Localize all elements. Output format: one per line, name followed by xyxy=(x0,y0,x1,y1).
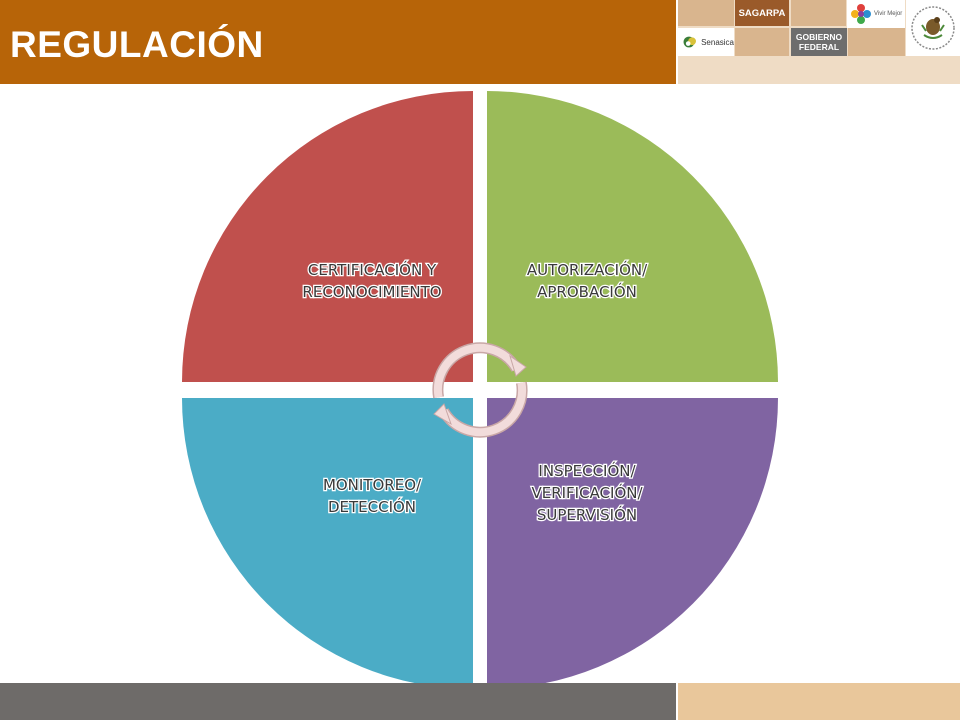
cycle-arrowhead-top xyxy=(509,354,527,377)
mexican-coat-of-arms-icon xyxy=(911,6,955,50)
quadrant-label-line: CERTIFICACIÓN Y xyxy=(308,260,437,279)
vivir-mejor-logo: Vivir Mejor xyxy=(847,0,905,28)
quadrant-label-line: INSPECCIÓN/ xyxy=(538,461,636,480)
quadrant-top-right xyxy=(487,91,778,382)
quadrant-top-left xyxy=(182,91,473,382)
logo-grid-cell xyxy=(678,0,734,26)
quadrant-label-line: RECONOCIMIENTO xyxy=(302,283,441,301)
senasica-logo: Senasica xyxy=(678,28,734,56)
quadrant-bottom-right xyxy=(487,398,778,689)
cycle-arrows xyxy=(432,342,528,438)
logo-grid-cell xyxy=(791,0,846,26)
quadrant-bottom-left xyxy=(182,398,473,689)
footer-bar-left xyxy=(0,683,676,720)
quadrant-label-line: VERIFICACIÓN/ xyxy=(531,483,643,502)
header-bar: REGULACIÓN xyxy=(0,0,676,84)
slide-title: REGULACIÓN xyxy=(10,24,264,65)
quadrant-label-line: SUPERVISIÓN xyxy=(537,505,637,524)
gobierno-federal-logo: GOBIERNO FEDERAL xyxy=(791,28,847,56)
footer-bar-right xyxy=(678,683,960,720)
quadrant-label-line: APROBACIÓN xyxy=(537,282,637,301)
logo-grid-cell xyxy=(735,28,789,56)
senasica-logo-text: Senasica xyxy=(701,37,734,47)
escudo-nacional-logo xyxy=(906,0,960,56)
logo-grid-cell xyxy=(848,28,905,56)
vivir-mejor-flower-icon xyxy=(851,4,871,24)
gobierno-logo-line1: GOBIERNO xyxy=(795,32,843,42)
cycle-arrow-top xyxy=(433,343,520,399)
quadrant-label-top-right: AUTORIZACIÓN/APROBACIÓN xyxy=(527,260,648,301)
quadrant-label-line: DETECCIÓN xyxy=(328,497,416,516)
cycle-arrow-bottom xyxy=(440,381,527,437)
quadrant-label-bottom-right: INSPECCIÓN/VERIFICACIÓN/SUPERVISIÓN xyxy=(531,461,643,524)
quadrant-label-line: MONITOREO/ xyxy=(323,476,422,494)
sagarpa-logo-text: SAGARPA xyxy=(738,7,786,19)
cycle-arrowhead-bottom xyxy=(433,403,452,426)
quadrant-label-bottom-left: MONITOREO/DETECCIÓN xyxy=(323,476,422,516)
senasica-emblem-icon xyxy=(683,36,696,48)
quadrant-label-top-left: CERTIFICACIÓN Y RECONOCIMIENTO xyxy=(302,260,441,301)
sagarpa-logo: SAGARPA xyxy=(735,0,789,26)
vivir-mejor-logo-text: Vivir Mejor xyxy=(874,11,903,17)
gobierno-logo-line2: FEDERAL xyxy=(798,42,840,52)
quadrant-label-line: AUTORIZACIÓN/ xyxy=(527,260,648,279)
